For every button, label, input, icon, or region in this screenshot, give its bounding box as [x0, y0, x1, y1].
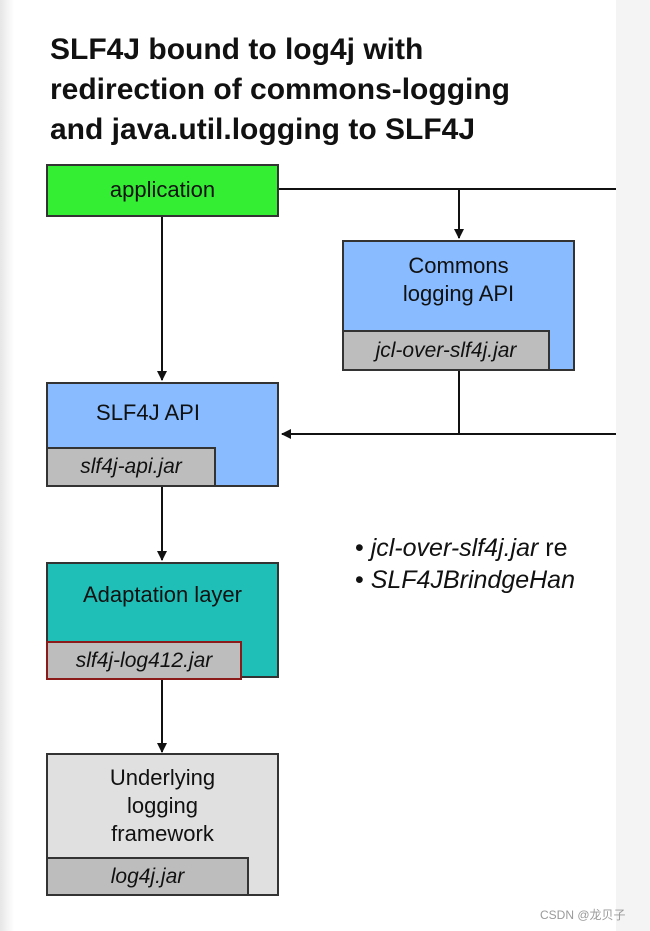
underlying-framework-box: Underlying logging framework log4j.jar [46, 753, 279, 896]
note-item: SLF4JBrindgeHan [355, 564, 616, 596]
notes-list: jcl-over-slf4j.jar re SLF4JBrindgeHan [355, 532, 616, 596]
slf4j-api-label: SLF4J API [96, 400, 200, 425]
adaptation-layer-box: Adaptation layer slf4j-log412.jar [46, 562, 279, 680]
commons-logging-label: Commons logging API [402, 253, 515, 306]
page-shadow [0, 0, 14, 931]
adaptation-layer-jar: slf4j-log412.jar [46, 641, 242, 680]
underlying-framework-jar: log4j.jar [46, 857, 249, 896]
underlying-framework-label: Underlying logging framework [109, 765, 216, 846]
page-edge [616, 0, 650, 931]
note-item: jcl-over-slf4j.jar re [355, 532, 616, 564]
diagram-title: SLF4J bound to log4j with redirection of… [50, 33, 511, 146]
commons-logging-jar: jcl-over-slf4j.jar [342, 330, 550, 371]
commons-logging-box: Commons logging API jcl-over-slf4j.jar [342, 240, 575, 371]
slf4j-api-box: SLF4J API slf4j-api.jar [46, 382, 279, 487]
application-box: application [46, 164, 279, 217]
application-label: application [109, 177, 216, 202]
slf4j-api-jar: slf4j-api.jar [46, 447, 216, 487]
adaptation-layer-label: Adaptation layer [83, 582, 242, 607]
watermark-credit: CSDN @龙贝子 [540, 908, 626, 922]
